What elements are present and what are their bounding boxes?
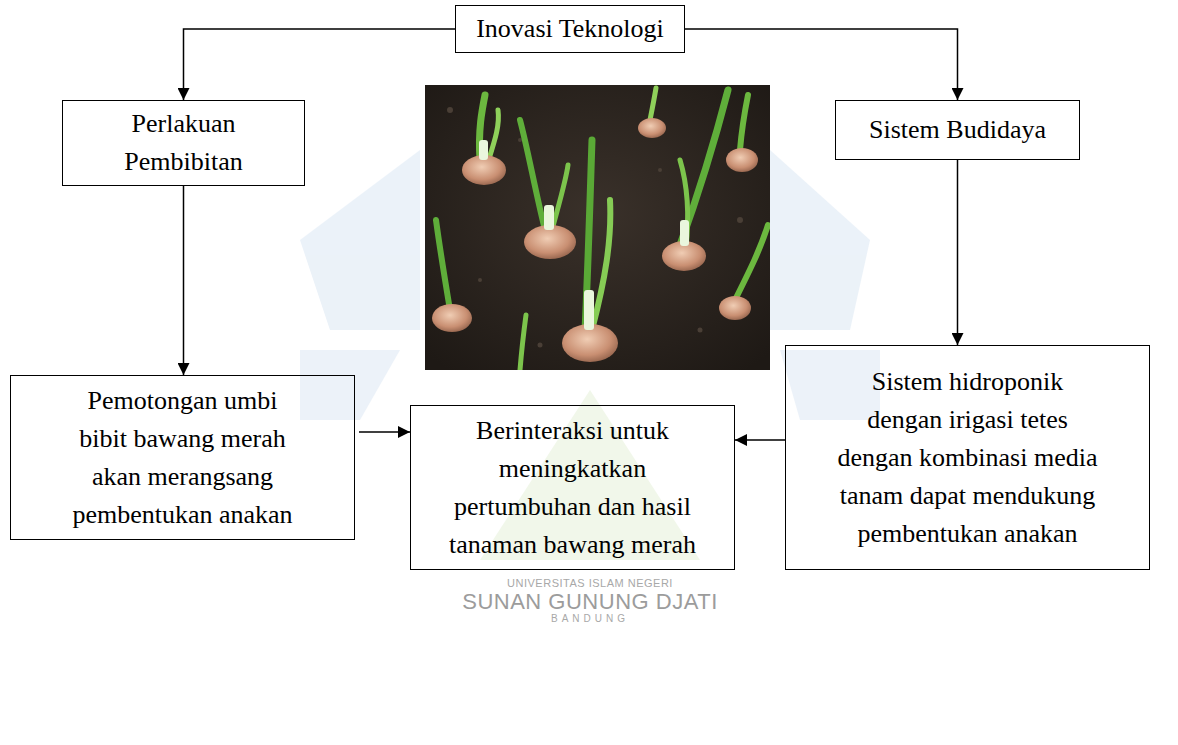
soil-grain: [478, 278, 482, 282]
shoot: [680, 90, 728, 245]
bulb: [524, 225, 576, 259]
shoot: [735, 225, 768, 300]
bulb: [726, 148, 758, 172]
box-text: Sistem Budidaya: [869, 111, 1046, 149]
process-box: Pemotongan umbi bibit bawang merah akan …: [10, 375, 355, 540]
shoot-bases: [479, 140, 689, 330]
green-shoots: [436, 88, 768, 370]
shoot: [436, 220, 450, 310]
emblem-band: [780, 350, 880, 420]
shallot-bulbs: [432, 118, 758, 362]
soil: [425, 85, 770, 370]
process-box: Sistem hidroponik dengan irigasi tetes d…: [785, 345, 1150, 570]
box-text: Berinteraksi untuk meningkatkan pertumbu…: [439, 412, 707, 564]
bulb: [638, 118, 666, 138]
shoot-base: [584, 290, 594, 330]
shoot: [552, 165, 568, 230]
shoot: [650, 88, 656, 120]
shoot-base: [544, 205, 554, 230]
box-text: Perlakuan Pembibitan: [73, 105, 294, 181]
emblem-band: [300, 350, 400, 420]
soil-grain: [518, 138, 522, 142]
box-text: Inovasi Teknologi: [476, 10, 664, 48]
shoot: [520, 315, 526, 370]
process-box: Inovasi Teknologi: [455, 5, 685, 53]
emblem-band: [770, 150, 870, 330]
process-box: Perlakuan Pembibitan: [62, 100, 305, 186]
soil-grain: [447, 107, 453, 113]
watermark-text: UNIVERSITAS ISLAM NEGERI: [507, 577, 673, 589]
arrow-connector: [183, 186, 185, 375]
watermark-text: SUNAN GUNUNG DJATI: [462, 589, 718, 615]
shoot: [488, 110, 498, 162]
arrow-connector: [957, 160, 959, 345]
bulb: [432, 304, 472, 332]
box-text: Sistem hidroponik dengan irigasi tetes d…: [834, 363, 1102, 553]
shoot: [592, 200, 610, 330]
soil-grain: [447, 107, 743, 348]
shoot: [740, 95, 748, 150]
shoot: [520, 120, 545, 230]
soil-grain: [538, 343, 543, 348]
arrow-connector: [735, 439, 785, 441]
arrow-connector: [359, 431, 410, 433]
watermark-text: BANDUNG: [551, 613, 629, 624]
soil-grain: [737, 217, 743, 223]
bulb: [719, 296, 751, 320]
process-box: Sistem Budidaya: [835, 100, 1080, 160]
shoot-base: [479, 140, 488, 160]
arrow-connector: [184, 29, 456, 100]
shallot-photo: [425, 85, 770, 370]
emblem-band: [300, 150, 420, 330]
box-text: Pemotongan umbi bibit bawang merah akan …: [67, 382, 299, 534]
arrow-connector: [685, 29, 958, 100]
shoot-base: [680, 220, 689, 246]
soil-grain: [698, 328, 703, 333]
process-box: Berinteraksi untuk meningkatkan pertumbu…: [410, 405, 735, 570]
soil-grain: [658, 168, 662, 172]
